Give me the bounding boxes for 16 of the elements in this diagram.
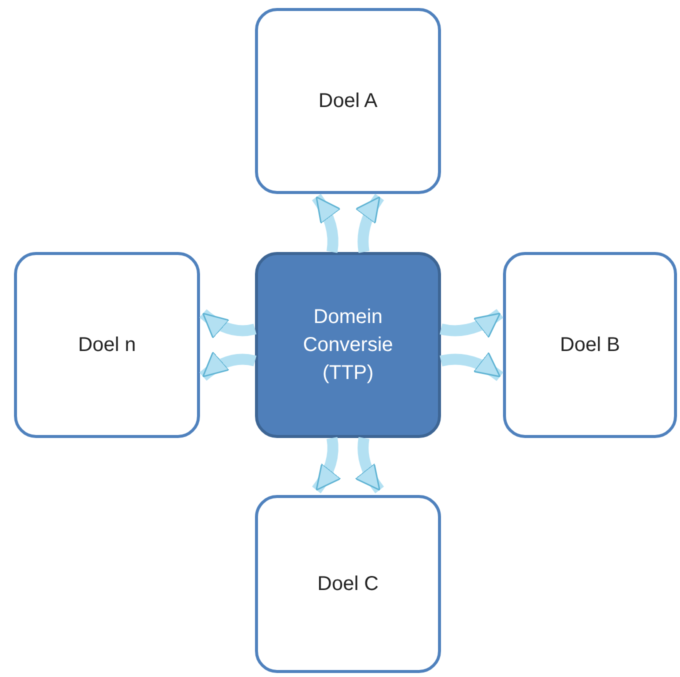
box-label: Doel C [317,572,379,597]
curved-arrow [199,309,256,339]
curved-arrow [354,437,384,494]
target-box [255,8,441,194]
target-box [14,252,200,438]
box-label: Doel n [78,333,136,358]
curved-arrow [355,194,384,253]
target-box [255,495,441,673]
box-label: Doel A [318,89,378,114]
target-box [503,252,677,438]
curved-arrow [312,194,341,253]
central-box [255,252,441,438]
curved-arrow [312,437,342,494]
curved-arrow [199,351,256,381]
box-label: Doel B [560,333,620,358]
box-label: Domein Conversie (TTP) [302,305,394,386]
